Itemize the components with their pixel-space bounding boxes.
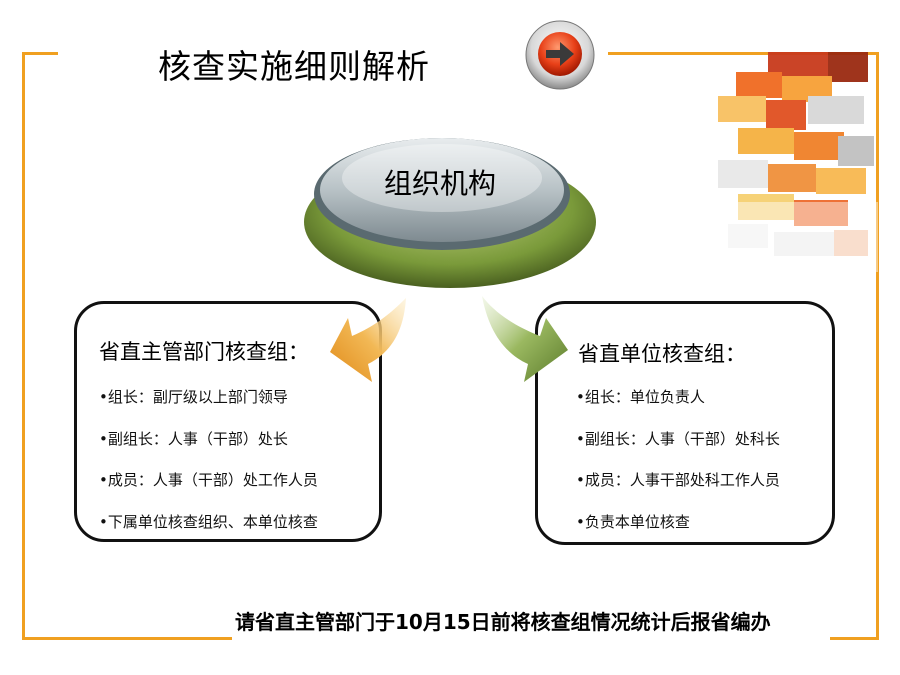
right-panel-title: 省直单位核查组： — [578, 342, 746, 366]
frame-right — [876, 52, 879, 640]
list-item: •成员：人事干部处科工作人员 — [576, 471, 780, 489]
list-item: •副组长：人事（干部）处长 — [99, 429, 288, 448]
list-item: •副组长：人事（干部）处科长 — [576, 429, 780, 448]
frame-top-right — [608, 52, 878, 55]
frame-bottom-left — [22, 637, 232, 640]
frame-left — [22, 52, 25, 640]
frame-bottom-right — [830, 637, 878, 640]
arrow-right-icon[interactable] — [524, 19, 596, 91]
center-label: 组织机构 — [383, 167, 496, 200]
left-panel-title: 省直主管部门核查组： — [99, 340, 309, 364]
center-node — [304, 138, 596, 288]
cube-stack-decoration — [708, 52, 878, 272]
list-item: •组长：副厅级以上部门领导 — [99, 388, 288, 406]
list-item: •组长：单位负责人 — [576, 388, 705, 406]
page-title: 核查实施细则解析 — [158, 47, 430, 86]
frame-top-left — [22, 52, 58, 55]
right-panel: 省直单位核查组： •组长：单位负责人 •副组长：人事（干部）处科长 •成员：人事… — [535, 301, 835, 545]
list-item: •成员：人事（干部）处工作人员 — [99, 471, 318, 489]
footer-note: 请省直主管部门于10月15日前将核查组情况统计后报省编办 — [235, 610, 771, 634]
list-item: •下属单位核查组织、本单位核查 — [99, 512, 318, 531]
left-panel: 省直主管部门核查组： •组长：副厅级以上部门领导 •副组长：人事（干部）处长 •… — [74, 301, 382, 542]
list-item: •负责本单位核查 — [576, 512, 690, 531]
